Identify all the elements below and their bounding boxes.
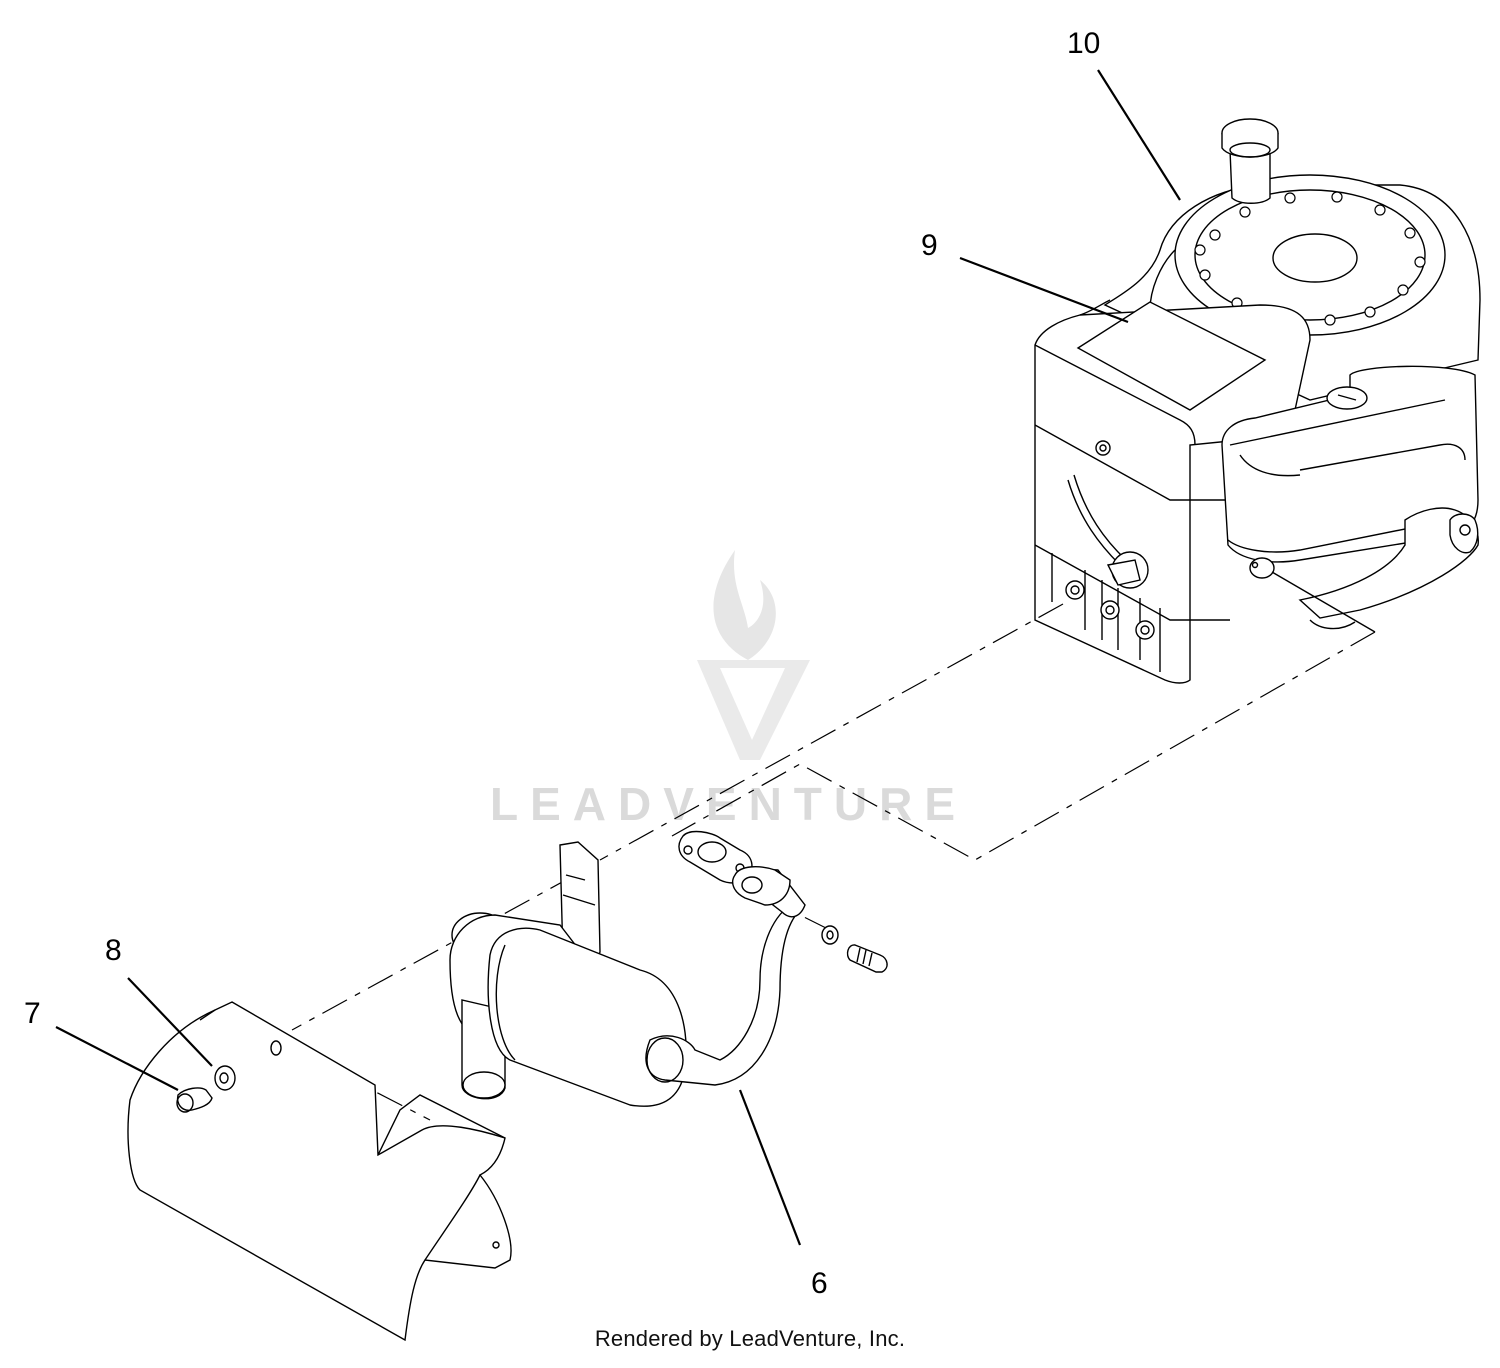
footer-credit: Rendered by LeadVenture, Inc. [594, 1326, 906, 1351]
watermark: LEADVENTURE [490, 550, 967, 830]
callout-8: 8 [105, 934, 122, 967]
heat-shield [127, 1001, 512, 1342]
leader-line-6 [738, 1089, 802, 1246]
leader-line-8 [127, 977, 213, 1067]
leader-line-9 [959, 256, 1129, 324]
callout-9: 9 [921, 229, 938, 262]
callout-6: 6 [811, 1267, 828, 1300]
leader-line-7 [55, 1026, 179, 1091]
exhaust-port-bolts [1065, 580, 1155, 640]
watermark-text: LEADVENTURE [490, 778, 967, 830]
leader-lines [55, 69, 1181, 1246]
engine-part-10 [1034, 118, 1481, 684]
flame-logo-icon [697, 550, 810, 760]
callout-7: 7 [24, 997, 41, 1030]
leader-line-10 [1097, 69, 1181, 201]
assembly-guide-lines [284, 603, 1376, 1121]
muffler-part-6 [449, 841, 806, 1107]
callout-10: 10 [1067, 27, 1100, 60]
muffler-washer-bolt [821, 925, 888, 973]
